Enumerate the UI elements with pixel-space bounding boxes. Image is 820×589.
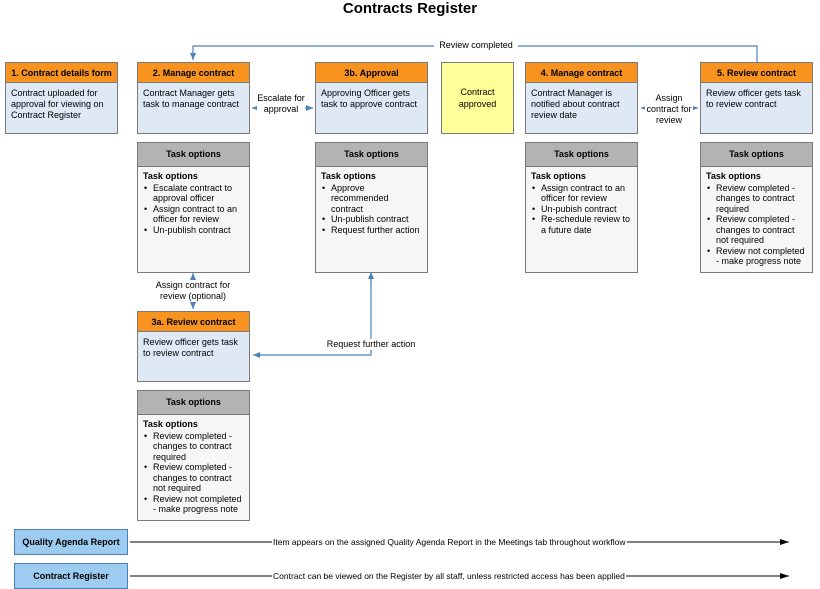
task-option: Un-pubish contract [532, 204, 632, 215]
contract-approved-box: Contract approved [441, 62, 514, 134]
task-options-3b-body: Task options Approve recommended contrac… [315, 167, 428, 273]
quality-agenda-report-text: Item appears on the assigned Quality Age… [272, 537, 627, 547]
contract-register-text: Contract can be viewed on the Register b… [272, 571, 626, 581]
stage-3b-header: 3b. Approval [315, 62, 428, 83]
task-options-3a-title: Task options [143, 419, 198, 429]
contract-register-label: Contract Register [14, 563, 128, 589]
task-options-2-body: Task options Escalate contract to approv… [137, 167, 250, 273]
task-options-3a-header: Task options [137, 390, 250, 415]
task-option: Review completed - changes to contract r… [144, 431, 244, 463]
task-option: Review completed - changes to contract n… [707, 214, 807, 246]
stage-2-header: 2. Manage contract [137, 62, 250, 83]
assign-review-label: Assign contract for review [645, 93, 693, 126]
task-options-3b-header: Task options [315, 142, 428, 167]
task-options-3a-body: Task options Review completed - changes … [137, 415, 250, 521]
stage-3a-header: 3a. Review contract [137, 311, 250, 332]
task-options-3b-title: Task options [321, 171, 376, 181]
stage-4-header: 4. Manage contract [525, 62, 638, 83]
task-options-2-title: Task options [143, 171, 198, 181]
task-options-4-body: Task options Assign contract to an offic… [525, 167, 638, 273]
task-option: Review completed - changes to contract n… [144, 462, 244, 494]
task-options-2-header: Task options [137, 142, 250, 167]
task-option: Review completed - changes to contract r… [707, 183, 807, 215]
task-option: Escalate contract to approval officer [144, 183, 244, 204]
task-options-4-header: Task options [525, 142, 638, 167]
task-options-4-title: Task options [531, 171, 586, 181]
task-option: Un-publish contract [322, 214, 422, 225]
task-option: Approve recommended contract [322, 183, 422, 215]
task-option: Review not completed - make progress not… [707, 246, 807, 267]
task-option: Request further action [322, 225, 422, 236]
review-completed-label: Review completed [434, 40, 518, 51]
task-option: Review not completed - make progress not… [144, 494, 244, 515]
task-option: Assign contract to an officer for review [144, 204, 244, 225]
task-option: Un-publish contract [144, 225, 244, 236]
stage-4-body: Contract Manager is notified about contr… [525, 83, 638, 134]
task-option: Re-schedule review to a future date [532, 214, 632, 235]
page-title: Contracts Register [342, 0, 478, 17]
stage-3b-body: Approving Officer gets task to approve c… [315, 83, 428, 134]
stage-2-body: Contract Manager gets task to manage con… [137, 83, 250, 134]
contract-approved-text: Contract approved [458, 87, 497, 109]
task-options-5-header: Task options [700, 142, 813, 167]
assign-optional-label: Assign contract for review (optional) [145, 280, 241, 302]
stage-5-header: 5. Review contract [700, 62, 813, 83]
stage-1-header: 1. Contract details form [5, 62, 118, 83]
stage-3a-body: Review officer gets task to review contr… [137, 332, 250, 382]
task-option: Assign contract to an officer for review [532, 183, 632, 204]
request-further-label: Request further action [324, 339, 418, 350]
task-options-5-title: Task options [706, 171, 761, 181]
quality-agenda-report-label: Quality Agenda Report [14, 529, 128, 555]
stage-1-body: Contract uploaded for approval for viewi… [5, 83, 118, 134]
task-options-5-body: Task options Review completed - changes … [700, 167, 813, 273]
stage-5-body: Review officer gets task to review contr… [700, 83, 813, 134]
escalate-label: Escalate for approval [257, 93, 305, 115]
